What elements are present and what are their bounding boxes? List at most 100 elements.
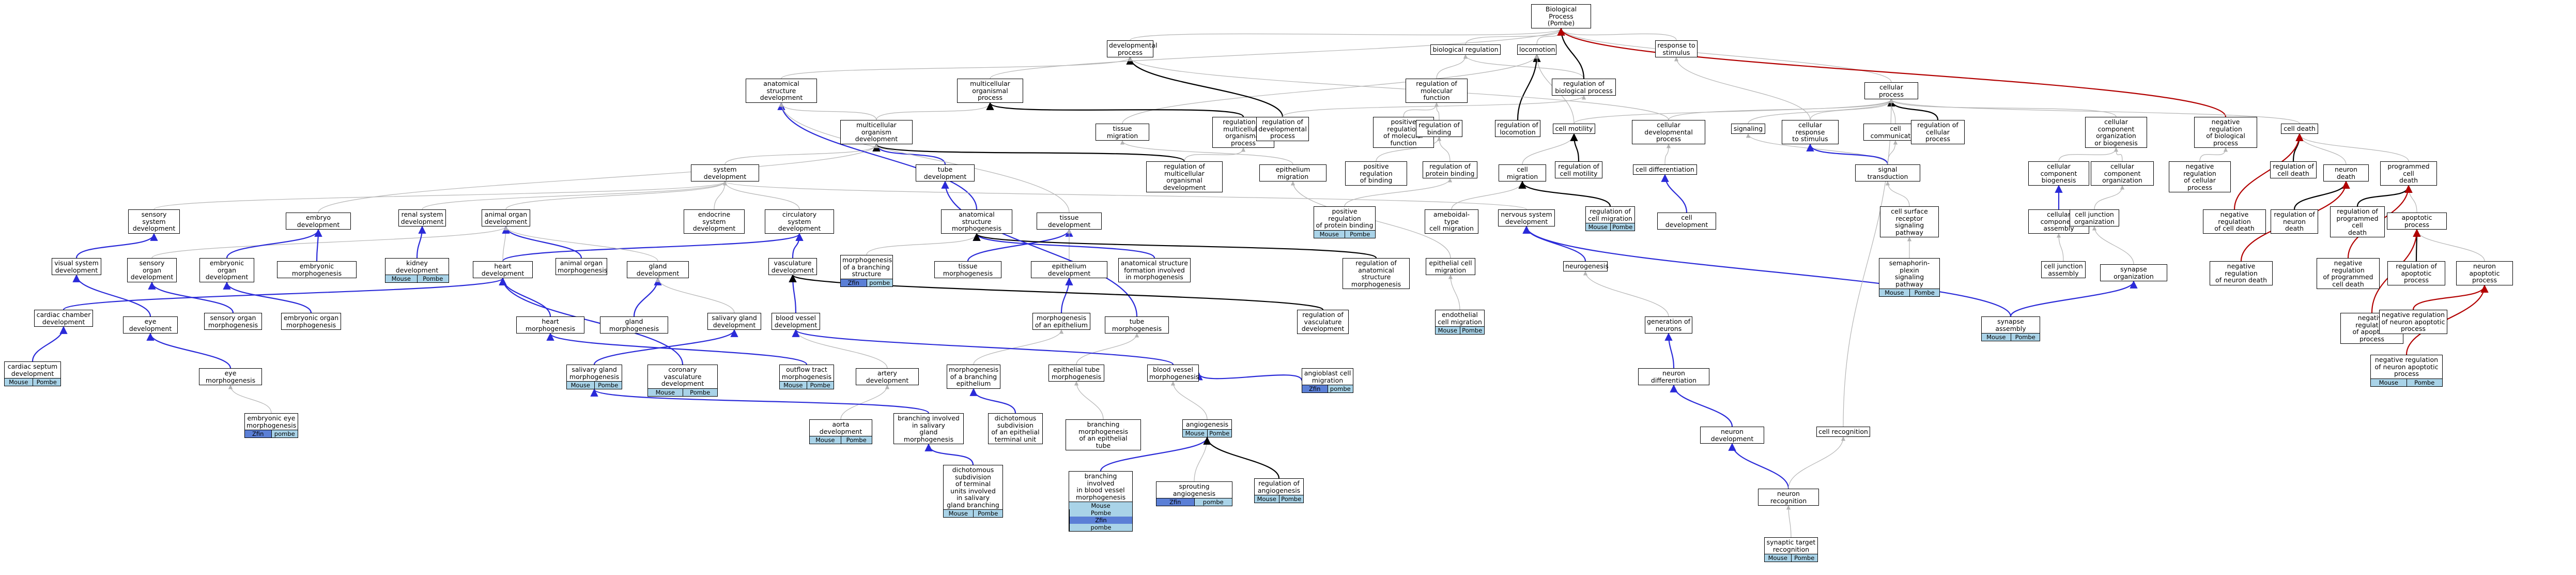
mouse-badge[interactable]: Mouse [648,388,683,396]
node-bp[interactable]: Biological Process (Pombe) [1531,4,1591,28]
pombe-badge[interactable]: Pombe [2406,379,2442,386]
node-sensorydev[interactable]: sensory organ development [127,258,177,282]
pombe-badge[interactable]: Pombe [1459,327,1484,334]
node-cellmig[interactable]: cell migration [1499,164,1546,181]
node-circdev[interactable]: circulatory system development [765,209,834,234]
mouse-badge[interactable]: Mouse [385,275,417,282]
node-csrsp[interactable]: cell surface receptor signaling pathway [1880,206,1939,237]
node-celldeath[interactable]: cell death [2281,124,2318,134]
mouse-badge[interactable]: Mouse [810,436,841,444]
node-dichotsal[interactable]: dichotomous subdivision of terminal unit… [943,465,1003,518]
node-tubedev[interactable]: tube development [916,164,975,181]
pombe-badge[interactable]: pombe [866,279,892,286]
node-neurondev[interactable]: neuron development [1700,427,1764,444]
node-apoptotic[interactable]: apoptotic process [2387,213,2447,230]
pombe-badge[interactable]: Pombe [32,379,60,386]
node-regbind[interactable]: regulation of binding [1416,120,1462,137]
node-celldev[interactable]: cell development [1657,213,1716,230]
pombe-badge[interactable]: pombe [271,430,298,437]
node-neurondeath[interactable]: neuron death [2323,164,2369,181]
mouse-badge[interactable]: Mouse [1255,495,1279,503]
node-ameboid[interactable]: ameboidal-type cell migration [1425,209,1478,234]
node-bvdev[interactable]: blood vessel development [772,313,820,330]
node-synorg[interactable]: synapse organization [2100,264,2167,281]
node-negregcd[interactable]: negative regulation of cell death [2203,209,2266,234]
mouse-badge[interactable]: Mouse [1982,334,2011,341]
node-epicellmig[interactable]: epithelial cell migration [1426,258,1475,275]
node-visdev[interactable]: visual system development [52,258,101,275]
node-bioreg[interactable]: biological regulation [1430,44,1501,55]
node-cellmot[interactable]: cell motility [1553,124,1595,134]
pombe-badge[interactable]: Pombe [1207,429,1231,437]
node-cellproc[interactable]: cellular process [1864,82,1918,99]
node-negregpcd[interactable]: negative regulation of programmed cell d… [2317,258,2380,289]
node-aom[interactable]: animal organ morphogenesis [556,258,607,275]
pombe-badge[interactable]: pombe [1194,498,1232,506]
node-regmcod[interactable]: regulation of multicellular organismal d… [1146,161,1223,192]
mouse-badge[interactable]: Mouse [1314,230,1345,238]
node-negregneuronapop[interactable]: negative regulation of neuron apoptotic … [2379,310,2447,334]
node-epidev[interactable]: epithelium development [1031,261,1107,278]
node-regdev[interactable]: regulation of developmental process [1256,117,1309,141]
node-neurogenesis[interactable]: neurogenesis [1563,261,1609,271]
node-resp[interactable]: response to stimulus [1655,40,1698,57]
pombe-badge[interactable]: pombe [1327,385,1353,392]
node-mbe[interactable]: morphogenesis of a branching epithelium [947,365,1000,389]
mouse-badge[interactable]: Mouse [780,382,807,389]
node-regapop[interactable]: regulation of apoptotic process [2387,261,2445,285]
pombe-badge[interactable]: Pombe [1069,509,1132,517]
node-epitubemorph[interactable]: epithelial tube morphogenesis [1048,365,1104,382]
zfin-badge[interactable]: Zfin [841,279,867,286]
node-cellresp[interactable]: cellular response to stimulus [1782,120,1839,144]
pombe-badge[interactable]: Pombe [682,388,717,396]
mouse-badge[interactable]: Mouse [567,382,594,389]
node-embryodev[interactable]: embryo development [286,213,351,230]
node-asd[interactable]: anatomical structure development [746,79,817,103]
node-negregcell[interactable]: negative regulation of cellular process [2169,161,2231,192]
node-branchsal[interactable]: branching involved in salivary gland mor… [893,413,964,444]
pombe-badge[interactable]: Pombe [1278,495,1303,503]
node-regvasc[interactable]: regulation of vasculature development [1297,310,1349,334]
node-tissuedev[interactable]: tissue development [1037,213,1102,230]
mouse-badge[interactable]: Mouse [1586,223,1610,231]
node-nervdev[interactable]: nervous system development [1498,209,1555,226]
node-dichot[interactable]: dichotomous subdivision of an epithelial… [988,413,1043,444]
node-ccob[interactable]: cellular component organization or bioge… [2085,117,2147,148]
node-sensdev[interactable]: sensory system development [128,209,180,234]
pombe-badge[interactable]: Pombe [1791,554,1817,562]
pombe-badge[interactable]: Pombe [1909,289,1939,296]
node-regasm[interactable]: regulation of anatomical structure morph… [1343,258,1410,289]
node-mcod[interactable]: multicellular organism development [840,120,913,144]
node-celldiff[interactable]: cell differentiation [1633,164,1697,175]
node-embryoorgdev[interactable]: embryonic organ development [199,258,254,282]
node-regbio[interactable]: regulation of biological process [1552,79,1616,96]
node-glandmorph[interactable]: gland morphogenesis [600,316,668,334]
mouse-badge[interactable]: Mouse [944,510,973,517]
mouse-badge[interactable]: Mouse [1183,429,1207,437]
mouse-badge[interactable]: Mouse [1069,502,1132,509]
node-neurondiff[interactable]: neuron differentiation [1638,368,1709,385]
node-heartmorph[interactable]: heart morphogenesis [516,316,584,334]
node-sigtrans[interactable]: signal transduction [1855,164,1920,181]
zfin-badge[interactable]: Zfin [1156,498,1194,506]
mouse-badge[interactable]: Mouse [1879,289,1909,296]
node-glanddev[interactable]: gland development [627,261,689,278]
pombe-badge[interactable]: Pombe [2010,334,2040,341]
node-eyedev[interactable]: eye development [123,316,178,334]
node-regcell[interactable]: regulation of cellular process [1911,120,1965,144]
node-bvmorph[interactable]: blood vessel morphogenesis [1147,365,1199,382]
node-embryomorph[interactable]: embryonic morphogenesis [277,261,357,278]
mouse-badge[interactable]: Mouse [2371,379,2407,386]
node-mcop[interactable]: multicellular organismal process [957,79,1023,103]
zfin-badge[interactable]: Zfin [1302,385,1328,392]
